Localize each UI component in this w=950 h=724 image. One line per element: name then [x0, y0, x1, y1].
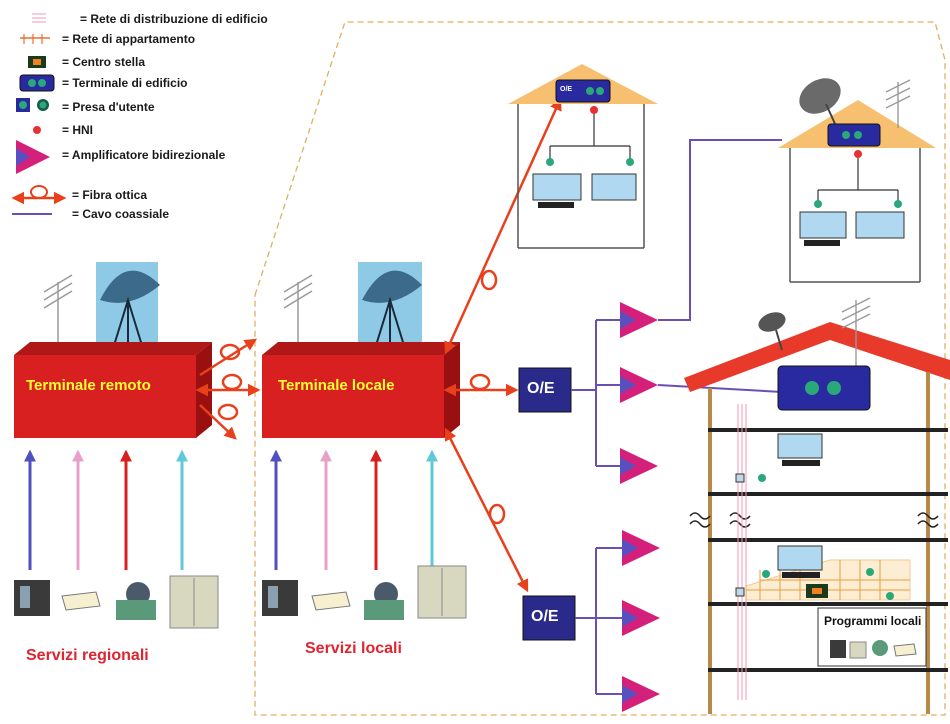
- house-2-antenna-icon: [885, 79, 911, 128]
- legend-building-network: = Rete di distribuzione di edificio: [80, 12, 268, 26]
- building-distribution-network: [737, 404, 747, 700]
- house-2-hni: [854, 150, 862, 158]
- house-2-tv-2: [855, 211, 905, 239]
- floor-1-tv: [777, 433, 823, 459]
- house-1-tv-2: [591, 173, 637, 201]
- house-2-tv-1: [799, 211, 847, 239]
- local-programs-label: Programmi locali: [824, 614, 922, 628]
- amplifier-5: [622, 600, 660, 636]
- building-terminal-icon: [19, 74, 55, 92]
- legend-user-socket: = Presa d'utente: [62, 100, 155, 114]
- building-terminal: [777, 365, 871, 411]
- house-2-dish-icon: [799, 78, 841, 127]
- local-area-boundary: [254, 21, 946, 716]
- floor-2-tv: [777, 545, 823, 571]
- legend-fiber: = Fibra ottica: [72, 188, 148, 202]
- oe-bottom-label: O/E: [531, 608, 559, 625]
- legend-apartment-network: = Rete di appartamento: [62, 32, 196, 46]
- remote-terminal-box: [14, 342, 212, 438]
- coax-tree-bottom: [575, 547, 622, 695]
- legend-building-terminal: = Terminale di edificio: [62, 76, 188, 90]
- hni-icon: [33, 126, 41, 134]
- building-network-icon: [32, 13, 46, 23]
- local-fiber-links: [443, 97, 562, 593]
- apartment-building: [684, 297, 950, 714]
- amplifier-4: [622, 530, 660, 566]
- legend-coax: = Cavo coassiale: [72, 207, 170, 221]
- oe-box-top: [518, 367, 572, 413]
- local-services-label: Servizi locali: [305, 640, 402, 657]
- legend-amplifier: = Amplificatore bidirezionale: [62, 148, 226, 162]
- house-2: [778, 78, 936, 283]
- house-oe-label: O/E: [560, 86, 573, 93]
- building-antenna-icon: [841, 297, 871, 372]
- inter-terminal-fiber: [195, 338, 261, 440]
- apartment-network-icon: [20, 34, 50, 44]
- regional-services-label: Servizi regionali: [26, 647, 149, 664]
- amplifier-3: [620, 448, 658, 484]
- local-terminal-label: Terminale locale: [278, 377, 395, 394]
- amplifier-6: [622, 676, 660, 712]
- amplifier-2: [620, 367, 658, 403]
- legend-hni: = HNI: [62, 123, 94, 137]
- house-1: [508, 64, 658, 249]
- user-socket-icon: [16, 98, 49, 112]
- legend-icons: [11, 13, 67, 215]
- coax-tree-top: [571, 139, 783, 467]
- house-1-terminal: [555, 79, 611, 103]
- building-roof: [684, 322, 950, 392]
- building-dish-icon: [758, 312, 786, 351]
- legend-star-center: = Centro stella: [62, 55, 146, 69]
- house-1-hni: [590, 106, 598, 114]
- local-service-arrows: [270, 449, 438, 570]
- local-satellite-dish-icon: [358, 262, 422, 354]
- amplifier-1: [620, 302, 658, 338]
- star-center-icon: [28, 56, 46, 68]
- floor-break-marks: [689, 512, 939, 528]
- house-1-tv-1: [532, 173, 582, 201]
- remote-satellite-dish-icon: [96, 262, 160, 354]
- amplifier-icon: [16, 140, 50, 174]
- oe-box-bottom: [522, 595, 576, 641]
- oe-top-label: O/E: [527, 380, 555, 397]
- local-service-icons: [262, 565, 467, 620]
- regional-service-icons: [14, 575, 219, 629]
- fiber-icon: [11, 185, 67, 205]
- regional-service-arrows: [24, 449, 188, 570]
- amplifiers: [620, 302, 660, 712]
- remote-terminal-label: Terminale remoto: [26, 377, 151, 394]
